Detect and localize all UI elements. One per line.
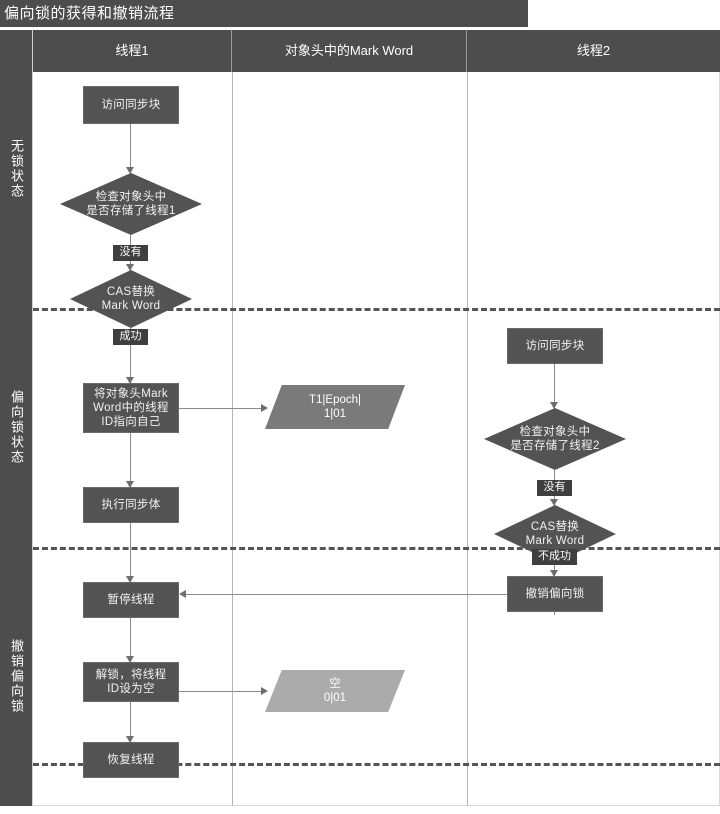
data-shape <box>265 385 405 429</box>
arrowhead-markword-biased <box>261 404 268 412</box>
arrowhead-t1-suspend-from-revoke <box>179 590 186 598</box>
node-t1-access[interactable]: 访问同步块 <box>83 86 179 124</box>
arrowhead-t1-check <box>126 167 134 174</box>
phase-separator-revoke-end <box>33 763 720 766</box>
edge-label-t1-success: 成功 <box>113 329 148 345</box>
phase-label-revoke: 撤销偏向锁 <box>9 639 24 714</box>
arrowhead-t1-resume <box>126 736 134 743</box>
edge-t2-access-to-check <box>554 364 555 408</box>
edge-label-t2-fail: 不成功 <box>532 549 577 565</box>
column-separator-2 <box>467 72 468 806</box>
node-markword-empty[interactable]: 空 0|01 <box>265 670 405 712</box>
node-t2-revoke[interactable]: 撤销偏向锁 <box>507 576 603 612</box>
node-t1-check[interactable]: 检查对象头中 是否存储了线程1 <box>60 173 202 235</box>
edge-t1-suspend-to-unlock <box>130 618 131 662</box>
edge-t1-unlock-to-markword <box>179 691 265 692</box>
edge-t1-access-to-check <box>130 124 131 173</box>
node-t1-cas[interactable]: CAS替换 Mark Word <box>70 270 192 328</box>
edge-t1-exec-to-suspend <box>130 523 131 582</box>
column-separator-1 <box>232 72 233 806</box>
phase-separator-unlocked-biased <box>33 308 720 311</box>
page-title: 偏向锁的获得和撤销流程 <box>0 0 528 27</box>
edge-t1-point-to-exec <box>130 433 131 487</box>
column-header-markword: 对象头中的Mark Word <box>232 30 467 72</box>
edge-t1-unlock-to-resume <box>130 702 131 742</box>
arrowhead-markword-empty <box>261 687 268 695</box>
arrowhead-t1-cas <box>126 264 134 271</box>
column-header-thread1: 线程1 <box>33 30 232 72</box>
phase-sidebar: 无锁状态 偏向锁状态 撤销偏向锁 <box>0 30 33 806</box>
diagram-canvas: 线程1 对象头中的Mark Word 线程2 访问同步块 检查对象头中 是否存储… <box>33 30 720 806</box>
arrowhead-t1-unlock <box>126 656 134 663</box>
arrowhead-t1-suspend <box>126 576 134 583</box>
node-t2-access[interactable]: 访问同步块 <box>507 328 603 364</box>
edge-t1-cas-to-point <box>130 328 131 383</box>
node-t1-exec[interactable]: 执行同步体 <box>83 487 179 523</box>
edge-t1-point-to-markword <box>179 408 265 409</box>
arrowhead-t1-point <box>126 377 134 384</box>
edge-label-t1-none: 没有 <box>113 245 148 261</box>
phase-separator-biased-revoke <box>33 547 720 550</box>
column-header-thread2: 线程2 <box>467 30 720 72</box>
arrowhead-t2-check <box>550 402 558 409</box>
phase-label-unlocked: 无锁状态 <box>9 139 24 199</box>
node-t1-resume[interactable]: 恢复线程 <box>83 742 179 778</box>
arrowhead-t1-exec <box>126 481 134 488</box>
phase-label-biased: 偏向锁状态 <box>9 390 24 465</box>
arrowhead-t2-cas <box>550 499 558 506</box>
node-t2-check[interactable]: 检查对象头中 是否存储了线程2 <box>484 408 626 470</box>
node-t1-unlock[interactable]: 解锁，将线程 ID设为空 <box>83 662 179 702</box>
node-markword-biased[interactable]: T1|Epoch| 1|01 <box>265 385 405 429</box>
node-t1-suspend[interactable]: 暂停线程 <box>83 582 179 618</box>
node-t1-point-self[interactable]: 将对象头Mark Word中的线程 ID指向自己 <box>83 383 179 433</box>
data-shape <box>265 670 405 712</box>
edge-label-t2-none: 没有 <box>537 480 572 496</box>
arrowhead-t2-revoke <box>550 570 558 577</box>
edge-t2-revoke-to-t1-suspend <box>183 594 507 595</box>
